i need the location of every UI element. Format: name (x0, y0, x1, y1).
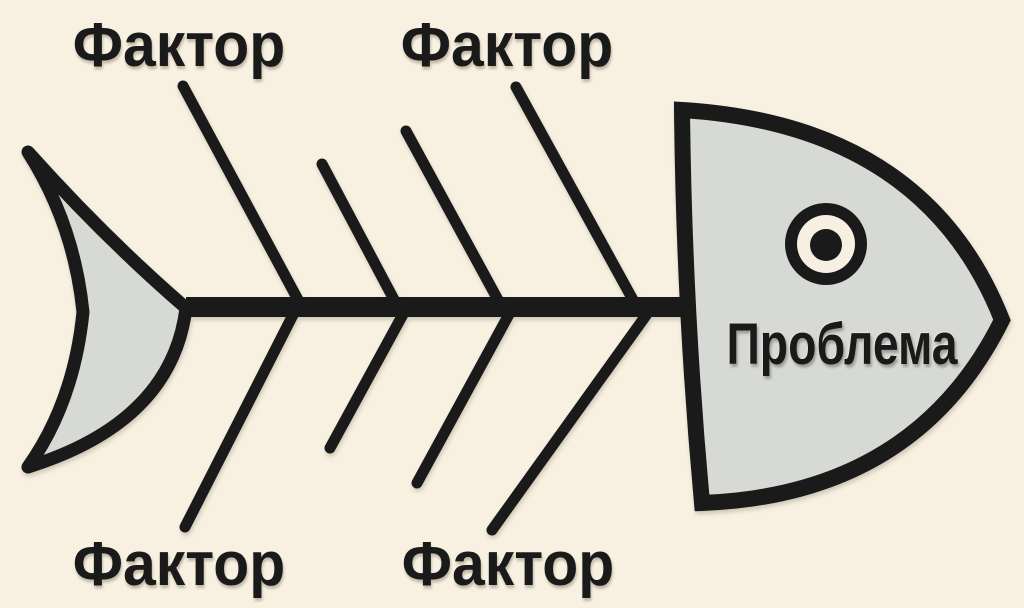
fish-tail (21, 145, 193, 474)
rib-bottom-4 (486, 301, 658, 536)
factor-label-bottom-right: Фактор (401, 530, 615, 599)
rib-bottom-3 (411, 301, 519, 489)
rib-top-4 (510, 81, 644, 315)
problem-label: Проблема (726, 312, 958, 377)
fish-eye (785, 203, 867, 285)
rib-bottom-1 (179, 301, 303, 533)
rib-top-1 (177, 80, 309, 315)
rib-top-3 (400, 125, 509, 315)
factor-label-bottom-left: Фактор (72, 530, 286, 599)
eye-pupil-icon (810, 229, 842, 261)
fish-head (673, 101, 1011, 512)
factor-label-top-left: Фактор (72, 11, 286, 80)
rib-bottom-2 (324, 301, 413, 454)
factor-label-top-right: Фактор (400, 11, 614, 80)
rib-top-2 (316, 158, 405, 315)
